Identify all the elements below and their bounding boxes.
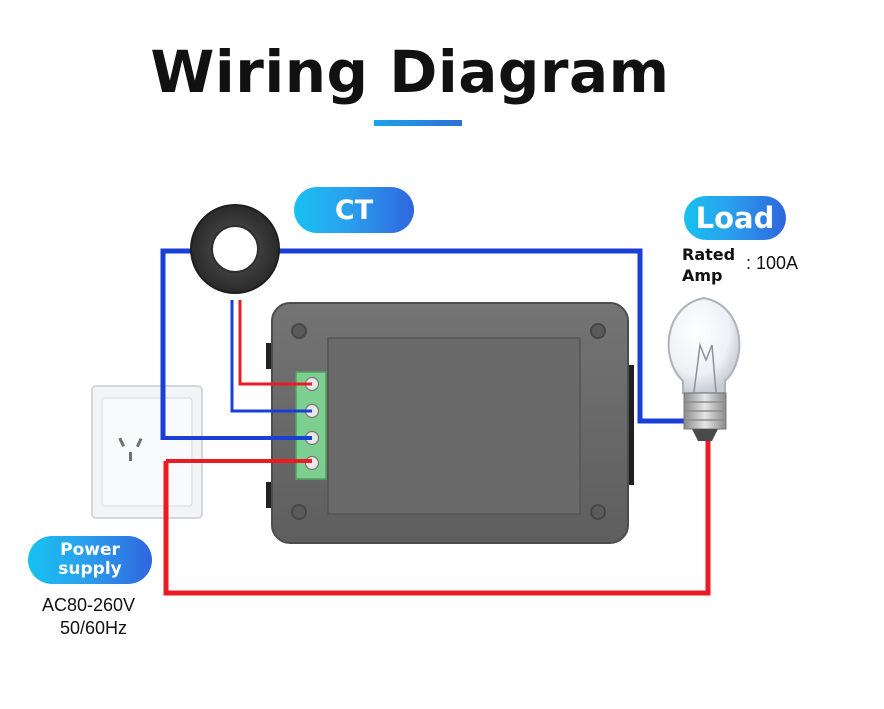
title-underline [374, 120, 462, 126]
meter-device [266, 302, 634, 544]
wires [160, 248, 711, 596]
load-label: Load [684, 196, 786, 240]
rated-amp-value: : 100A [746, 253, 799, 273]
ct-ring-icon [190, 204, 280, 294]
light-bulb-icon [667, 296, 741, 441]
power-frequency-spec: 50/60Hz [60, 618, 128, 638]
rated-amp-label: Rated Amp [682, 244, 735, 286]
power-label-line1: Power [60, 540, 120, 560]
rated-label-line2: Amp [682, 266, 723, 285]
power-supply-label: Power supply [28, 536, 152, 584]
power-label-line2: supply [58, 559, 122, 579]
power-voltage-spec: AC80-260V [42, 595, 136, 615]
diagram-title: Wiring Diagram [150, 38, 670, 106]
rated-label-line1: Rated [682, 245, 736, 264]
wall-socket-icon [91, 385, 203, 519]
ct-red-lead [238, 300, 312, 386]
blue-wire-load-loop [160, 248, 690, 440]
ct-label: CT [294, 187, 414, 233]
red-wire-power-loop [163, 440, 711, 596]
ct-blue-lead [230, 300, 312, 413]
